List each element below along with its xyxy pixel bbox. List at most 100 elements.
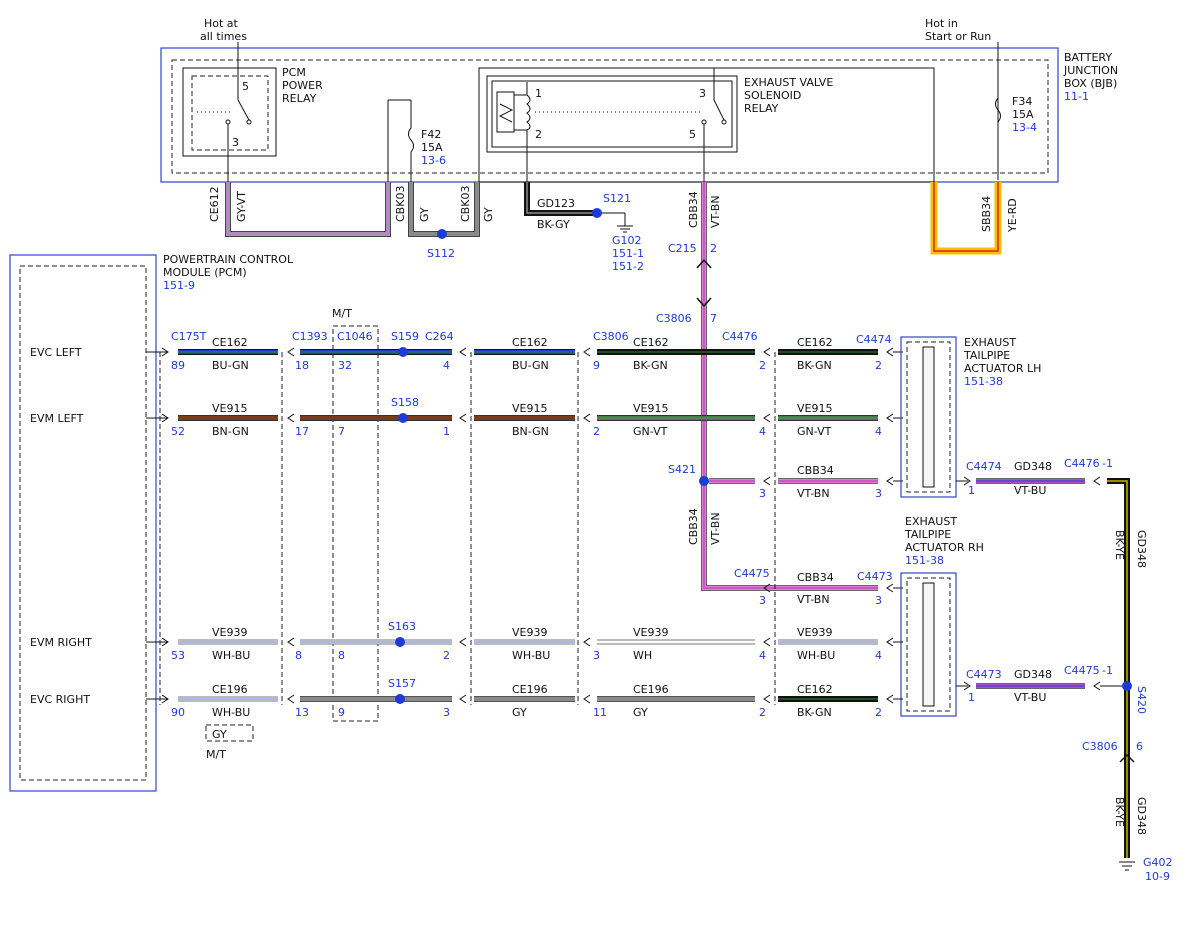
pin-4-c: 4: [759, 649, 766, 662]
pcm-label-1: POWERTRAIN CONTROL: [163, 253, 294, 266]
lh-ref: 151-38: [964, 375, 1003, 388]
ye-rd-label: YE-RD: [1006, 198, 1019, 233]
ce196-label-1: CE196: [212, 683, 248, 696]
evc-right-label: EVC RIGHT: [30, 693, 90, 706]
pin-52: 52: [171, 425, 185, 438]
gy-box-label: GY: [212, 728, 227, 741]
s163-label: S163: [388, 620, 416, 633]
fuse-f34: F34 15A 13-4: [995, 95, 1037, 134]
s157-label: S157: [388, 677, 416, 690]
pin-18: 18: [295, 359, 309, 372]
hot-at-all-times-1: Hot at: [204, 17, 239, 30]
row-evm-right: S163 VE939 WH-BU VE939 WH-BU VE939 WH VE…: [146, 620, 903, 662]
evs-pin3: 3: [699, 87, 706, 100]
c3806-top-pin: 7: [710, 312, 717, 325]
pcm-power-relay: 5 3 PCM POWER RELAY: [182, 66, 323, 182]
s420-label: S420: [1135, 686, 1148, 714]
pin-2-f: 2: [875, 706, 882, 719]
wire-cbb34-main: CBB34 VT-BN C215 2 C3806 7 S421 CBB34 VT…: [656, 182, 780, 591]
pin-3-e: 3: [593, 649, 600, 662]
c175t-label: C175T: [171, 330, 207, 343]
ce162-label-1: CE162: [212, 336, 248, 349]
g402-ref: 10-9: [1145, 870, 1170, 883]
pcm-module: POWERTRAIN CONTROL MODULE (PCM) 151-9 EV…: [9, 253, 294, 792]
hot-in-start-1: Hot in: [925, 17, 958, 30]
s112-label: S112: [427, 247, 455, 260]
mt-top-label: M/T: [332, 307, 352, 320]
cbb34-lh-label: CBB34: [797, 464, 834, 477]
rh-label-3: ACTUATOR RH: [905, 541, 984, 554]
ve939-label-1: VE939: [212, 626, 247, 639]
pin-90: 90: [171, 706, 185, 719]
gy-label-1: GY: [512, 706, 527, 719]
wire-gd123: GD123 BK-GY S121 G102 151-1 151-2: [524, 182, 644, 273]
actuator-rh: EXHAUST TAILPIPE ACTUATOR RH 151-38: [900, 515, 984, 717]
pcm-relay-label-1: PCM: [282, 66, 306, 79]
pin-3-a: 3: [759, 487, 766, 500]
gd123-label: GD123: [537, 197, 575, 210]
pin-8-b: 8: [338, 649, 345, 662]
gy-label-b: GY: [482, 207, 495, 222]
wh-bu-label-4: WH-BU: [212, 706, 250, 719]
evc-left-label: EVC LEFT: [30, 346, 82, 359]
pin-4-a: 4: [759, 425, 766, 438]
g102-ref2: 151-2: [612, 260, 644, 273]
c3806-label: C3806: [593, 330, 629, 343]
gn-vt-label-2: GN-VT: [797, 425, 832, 438]
bk-ye-label-2: BK-YE: [1113, 797, 1126, 827]
c4473-label: C4473: [857, 570, 893, 583]
pin-4-d: 4: [875, 649, 882, 662]
ve915-label-1: VE915: [212, 402, 247, 415]
c4476-gd-label: C4476: [1064, 457, 1100, 470]
c264-label: C264: [425, 330, 454, 343]
cbb34-mid-label: CBB34: [687, 508, 700, 545]
g402-label: G402: [1143, 856, 1173, 869]
wh-bu-label-3: WH-BU: [797, 649, 835, 662]
pin-2-e: 2: [759, 706, 766, 719]
cbb34-rh-label: CBB34: [797, 571, 834, 584]
evm-right-label: EVM RIGHT: [30, 636, 92, 649]
pcm-relay-label-3: RELAY: [282, 92, 317, 105]
c3806-gd-label: C3806: [1082, 740, 1118, 753]
wire-gd348-ground: BK-YE GD348 S420 C3806 6 BK-YE GD348 G40…: [1082, 478, 1173, 883]
f34-name: F34: [1012, 95, 1032, 108]
f42-ref: 13-6: [421, 154, 446, 167]
row-evm-left: S158 VE915 BN-GN VE915 BN-GN VE915 GN-VT…: [146, 396, 903, 438]
row-evc-right: S157 CE196 WH-BU CE196 GY CE196 GY CE162…: [146, 677, 903, 719]
ce162-label-2: CE162: [512, 336, 548, 349]
bjb-label-1: BATTERY: [1064, 51, 1112, 64]
vt-bn-top-label: VT-BN: [709, 195, 722, 228]
pcm-relay-pin3: 3: [232, 136, 239, 149]
pin-1-c: 1: [968, 691, 975, 704]
f34-ref: 13-4: [1012, 121, 1037, 134]
lh-label-2: TAILPIPE: [963, 349, 1010, 362]
row-gd348-lh: C4474 GD348 VT-BU 1 C4476 -1: [956, 457, 1113, 497]
pin-11: 11: [593, 706, 607, 719]
exhaust-valve-solenoid-relay: 1 2 3 5 EXHAUST VALVE SOLENOID RELAY: [478, 67, 935, 183]
lh-label-1: EXHAUST: [964, 336, 1016, 349]
pin-53: 53: [171, 649, 185, 662]
cbk03-label-b: CBK03: [459, 186, 472, 222]
sbb34-label: SBB34: [980, 196, 993, 232]
ve915-label-4: VE915: [797, 402, 832, 415]
c4474-gd-label: C4474: [966, 460, 1002, 473]
s121-label: S121: [603, 192, 631, 205]
s159-label: S159: [391, 330, 419, 343]
pin-7: 7: [338, 425, 345, 438]
evs-relay-label-2: SOLENOID: [744, 89, 801, 102]
lh-label-3: ACTUATOR LH: [964, 362, 1041, 375]
pin-m1-a: -1: [1102, 457, 1113, 470]
bu-gn-label-1: BU-GN: [212, 359, 249, 372]
pin-2-b: 2: [875, 359, 882, 372]
rh-label-2: TAILPIPE: [904, 528, 951, 541]
pin-4-b: 4: [875, 425, 882, 438]
bjb-ref: 11-1: [1064, 90, 1089, 103]
pin-13: 13: [295, 706, 309, 719]
pin-m1-b: -1: [1102, 664, 1113, 677]
pin-3-d: 3: [875, 594, 882, 607]
fuse-f42: F42 15A 13-6: [387, 99, 446, 182]
pin-3-c: 3: [759, 594, 766, 607]
vt-bu-lh-label: VT-BU: [1014, 484, 1046, 497]
pin-6: 6: [1136, 740, 1143, 753]
